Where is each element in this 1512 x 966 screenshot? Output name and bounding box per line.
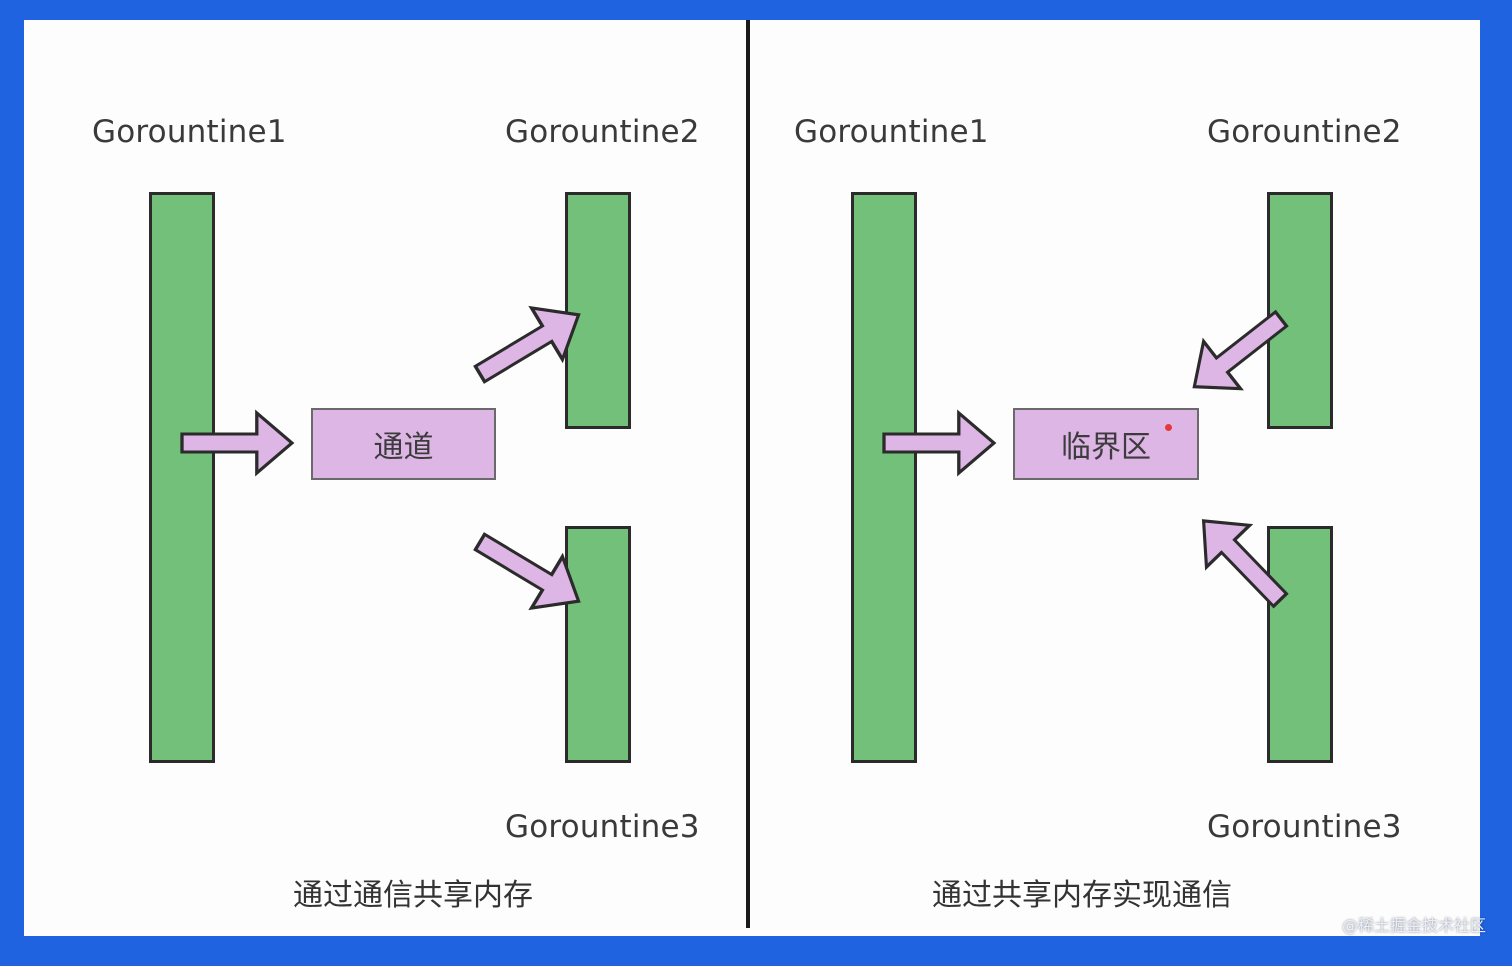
left-goroutine1-bar: [149, 192, 215, 763]
right-caption: 通过共享内存实现通信: [932, 878, 1232, 913]
right-goroutine2-label: Gorountine2: [1207, 114, 1402, 150]
right-arrow-from-goroutine2: [1174, 293, 1302, 412]
critical-section-box: 临界区: [1013, 408, 1199, 480]
left-arrow-to-channel: [180, 411, 294, 475]
red-dot-marker: [1165, 424, 1172, 431]
left-goroutine1-label: Gorountine1: [92, 114, 287, 150]
right-goroutine2-bar: [1267, 192, 1333, 429]
right-goroutine3-label: Gorountine3: [1207, 809, 1402, 845]
left-arrow-to-goroutine2: [462, 287, 596, 402]
right-arrow-from-goroutine3: [1180, 498, 1304, 623]
left-goroutine2-bar: [565, 192, 631, 429]
watermark: @稀土掘金技术社区: [1341, 916, 1486, 935]
channel-box-label: 通道: [373, 430, 434, 465]
critical-section-label: 临界区: [1061, 430, 1151, 465]
diagram-frame: Gorountine1 Gorountine2 Gorountine3 通道 通…: [24, 20, 1480, 936]
channel-box: 通道: [311, 408, 496, 480]
left-goroutine2-label: Gorountine2: [505, 114, 700, 150]
left-caption: 通过通信共享内存: [293, 878, 533, 913]
left-goroutine3-label: Gorountine3: [505, 809, 700, 845]
arrows-layer: [180, 287, 1304, 629]
right-goroutine1-bar: [851, 192, 917, 763]
left-arrow-to-goroutine3: [462, 514, 596, 629]
right-goroutine1-label: Gorountine1: [794, 114, 989, 150]
left-goroutine3-bar: [565, 526, 631, 763]
right-goroutine3-bar: [1267, 526, 1333, 763]
panel-divider: [746, 20, 750, 928]
right-arrow-to-critical-section: [882, 411, 996, 475]
